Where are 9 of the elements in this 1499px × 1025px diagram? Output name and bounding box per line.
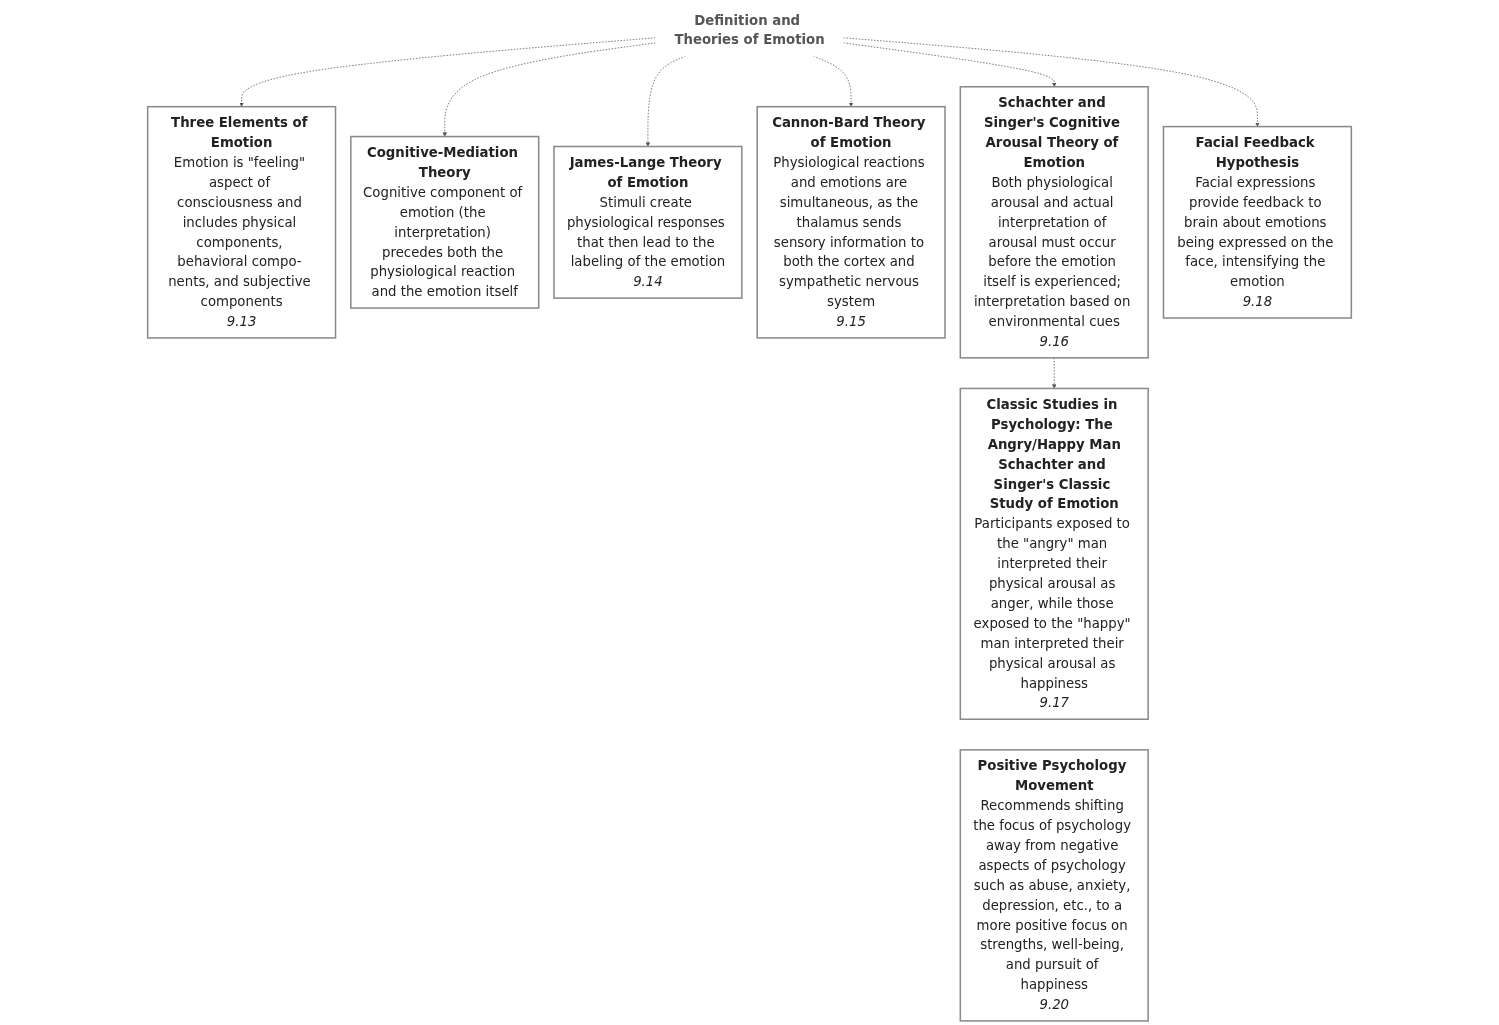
node-box: Facial Feedback Hypothesis Facial expressions provide feedback to brain about emotions being expressed on the face, intensifying the emotion 9.18 — [1162, 125, 1353, 319]
node-text: Definition and Theories of Emotion — [674, 12, 825, 48]
node-box: Cannon-Bard Theory of Emotion Physiological reactions and emotions are simultaneous, as the thalamus sends sensory information to both the cortex and sympathetic nervous system 9.15 — [756, 105, 946, 339]
node-box: Classic Studies in Psychology: The Angry/Happy Man Schachter and Singer's Classic Study of Emotion Participants exposed to the "angry" man interpreted their physical arousal as anger, while those exposed to the "happy" man interpreted their physical arousal as happiness 9.17 — [959, 387, 1149, 720]
node-box: Three Elements of Emotion Emotion is "feeling" aspect of consciousness and includes physical components, behavioral compo- nents, and subjective components 9.13 — [146, 105, 337, 339]
node-box: Cognitive-Mediation Theory Cognitive component of emotion (the interpretation) precedes both the physiological reaction and the emotion itself — [350, 135, 540, 309]
node-box: James-Lange Theory of Emotion Stimuli create physiological responses that then lead to the labeling of the emotion 9.14 — [553, 145, 743, 299]
node-box: Positive Psychology Movement Recommends shifting the focus of psychology away from negative aspects of psychology such as abuse, anxiety, depression, etc., to a more positive focus on strengths, well-being, and pursuit of happiness 9.20 — [959, 749, 1149, 1022]
node-box: Schachter and Singer's Cognitive Arousal Theory of Emotion Both physiological arousal and actual interpretation of arousal must occur before the emotion itself is experienced; interpretation based on environmental cues 9.16 — [959, 86, 1149, 359]
